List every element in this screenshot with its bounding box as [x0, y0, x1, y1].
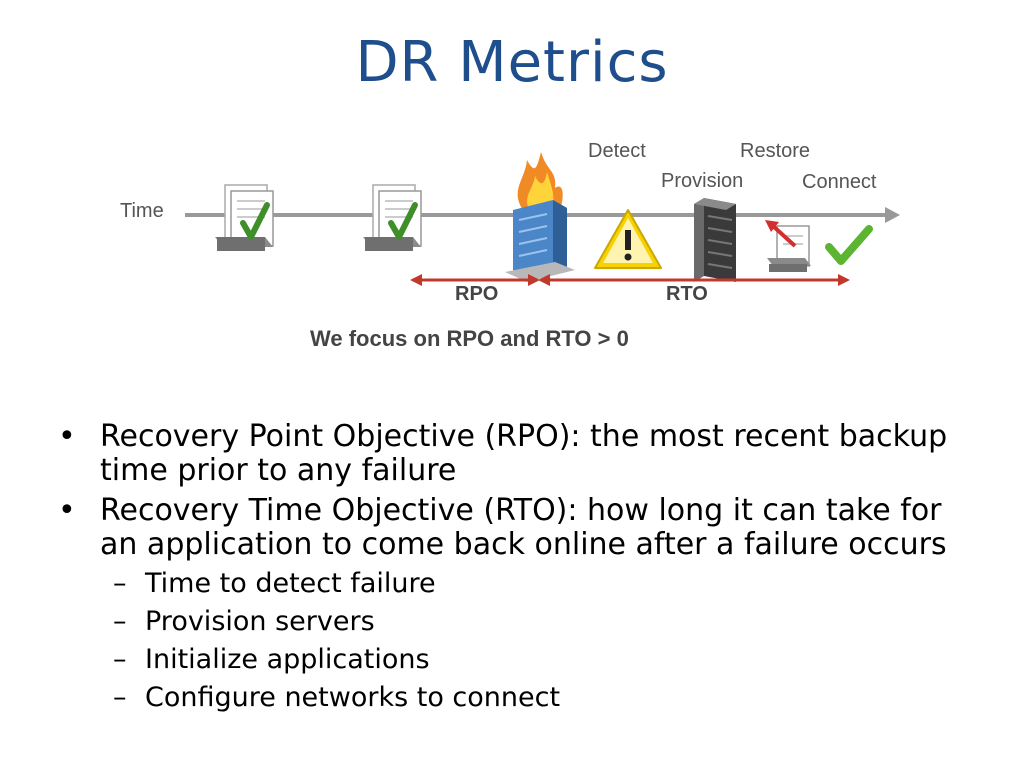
sub-bullet-marker: –: [113, 568, 127, 599]
checkmark-icon: [825, 225, 873, 265]
server-rack-icon: [694, 198, 736, 282]
backup-server-check-icon: [363, 184, 422, 251]
rto-arrow: [538, 274, 850, 286]
sub-bullet-marker: –: [113, 606, 127, 637]
rpo-arrow: [410, 274, 540, 286]
connect-label: Connect: [802, 171, 877, 193]
sub-bullet-text: Configure networks to connect: [145, 682, 561, 713]
burning-building-icon: [505, 152, 575, 282]
bullet-list: • Recovery Point Objective (RPO): the mo…: [58, 420, 978, 720]
time-label: Time: [120, 200, 164, 222]
bullet-rpo: • Recovery Point Objective (RPO): the mo…: [58, 420, 978, 488]
detect-label: Detect: [588, 140, 646, 162]
sub-bullet: – Initialize applications: [113, 644, 978, 676]
sub-bullet: – Provision servers: [113, 606, 978, 638]
sub-bullet-text: Initialize applications: [145, 644, 430, 675]
bullet-text: Recovery Point Objective (RPO): the most…: [100, 419, 948, 488]
sub-bullet-marker: –: [113, 644, 127, 675]
backup-server-check-icon: [215, 184, 274, 251]
rto-label: RTO: [666, 283, 708, 305]
sub-bullet-text: Provision servers: [145, 606, 375, 637]
diagram-caption: We focus on RPO and RTO > 0: [310, 326, 629, 351]
provision-label: Provision: [661, 170, 743, 192]
restore-label: Restore: [740, 140, 810, 162]
bullet-marker: •: [58, 419, 76, 454]
sub-bullet-text: Time to detect failure: [145, 568, 436, 599]
sub-bullet: – Configure networks to connect: [113, 682, 978, 714]
dr-timeline-diagram: Time: [100, 130, 920, 370]
rpo-label: RPO: [455, 283, 498, 305]
slide-title: DR Metrics: [355, 30, 669, 95]
bullet-text: Recovery Time Objective (RTO): how long …: [100, 493, 947, 562]
timeline-arrowhead: [885, 207, 900, 223]
bullet-marker: •: [58, 493, 76, 528]
warning-icon: [594, 209, 662, 269]
sub-bullet-marker: –: [113, 682, 127, 713]
sub-bullet: – Time to detect failure: [113, 568, 978, 600]
restore-document-icon: [765, 220, 811, 272]
bullet-rto: • Recovery Time Objective (RTO): how lon…: [58, 494, 978, 562]
